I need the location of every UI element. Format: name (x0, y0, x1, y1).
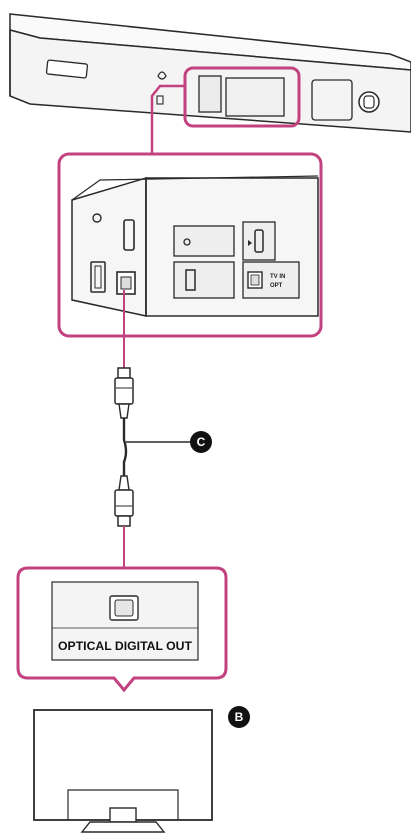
soundbar-port-label-line2: OPT (270, 283, 283, 289)
tv-illustration (33, 709, 213, 833)
hdmi-port-icon (123, 219, 135, 251)
soundbar-port-label-line1: TV IN (270, 274, 285, 280)
zoom-panel-content: TV IN OPT (71, 175, 319, 317)
callout-b-badge: B (228, 706, 250, 728)
callout-b-label: B (235, 710, 244, 724)
optical-cable-plug (114, 475, 134, 527)
tv-port-plate (51, 581, 199, 661)
optical-cable-plug (114, 367, 134, 419)
zoom-leader-line (150, 84, 186, 154)
optical-digital-out-label: OPTICAL DIGITAL OUT (58, 639, 193, 653)
soundbar-illustration (9, 13, 411, 133)
soundbar-highlight-box (183, 66, 301, 128)
callout-c-badge: C (190, 431, 212, 453)
optical-cable (114, 290, 134, 592)
callout-c-label: C (197, 435, 206, 449)
usb-port-icon (185, 269, 196, 291)
